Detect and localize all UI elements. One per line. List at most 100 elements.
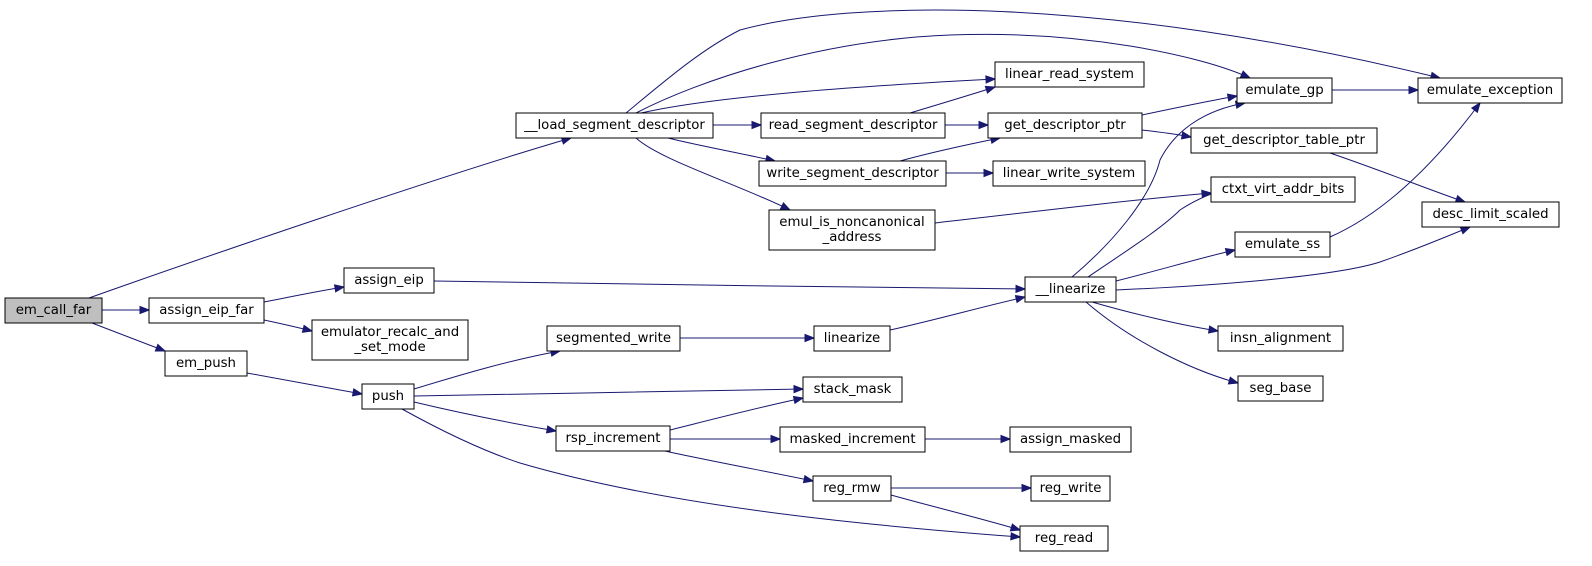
edge-em-push-to-push <box>246 372 364 397</box>
node-assign-eip-far[interactable]: assign_eip_far <box>148 297 265 324</box>
node-insn-alignment[interactable]: insn_alignment <box>1217 325 1344 352</box>
edge-load-segment-descriptor-to-read-segment-descriptor <box>713 120 763 130</box>
node-label: reg_write <box>1040 481 1102 496</box>
node-rsp-increment[interactable]: rsp_increment <box>555 425 671 452</box>
node-write-segment-descriptor[interactable]: write_segment_descriptor <box>758 160 947 187</box>
node-label: assign_masked <box>1020 432 1121 447</box>
node-masked-increment[interactable]: masked_increment <box>779 426 926 453</box>
edge-emulate-gp-to-emulate-exception <box>1332 85 1420 95</box>
node-reg-rmw[interactable]: reg_rmw <box>812 475 892 502</box>
node-label: em_call_far <box>16 303 92 318</box>
node-label: write_segment_descriptor <box>766 166 939 181</box>
node-label: get_descriptor_ptr <box>1004 118 1126 133</box>
node-get-descriptor-ptr[interactable]: get_descriptor_ptr <box>987 112 1143 139</box>
node-label: linear_read_system <box>1005 67 1134 82</box>
node-label: reg_rmw <box>823 481 881 496</box>
node-label: stack_mask <box>814 382 892 397</box>
edge---linearize-to-emulate-ss <box>1115 248 1237 282</box>
node-push[interactable]: push <box>361 383 415 410</box>
node-label: em_push <box>176 356 236 371</box>
edge-reg-rmw-to-reg-write <box>891 483 1033 493</box>
edge-assign-eip-far-to-emulator-recalc <box>263 319 314 333</box>
edge---linearize-to-ctxt-virt-addr-bits <box>1087 189 1224 278</box>
edge---linearize-to-desc-limit-scaled <box>1115 226 1472 291</box>
edge-push-to-rsp-increment <box>413 401 558 434</box>
node-label: read_segment_descriptor <box>769 118 938 133</box>
node-seg-base[interactable]: seg_base <box>1237 375 1324 402</box>
node-emulate-gp[interactable]: emulate_gp <box>1236 77 1333 104</box>
node-emul-is-noncanonical[interactable]: emul_is_noncanonical_address <box>768 209 936 251</box>
edge-rsp-increment-to-reg-rmw <box>664 450 815 484</box>
edge-reg-rmw-to-reg-read <box>890 494 1022 532</box>
node-label: _set_mode <box>353 340 425 355</box>
node-label: get_descriptor_table_ptr <box>1203 133 1365 148</box>
node-label: reg_read <box>1035 531 1093 546</box>
edge-assign-eip-to---linearize <box>433 280 1027 294</box>
edge-rsp-increment-to-stack-mask <box>669 395 805 431</box>
edge-push-to-stack-mask <box>413 384 805 397</box>
edge-get-descriptor-ptr-to-get-descriptor-table-ptr <box>1141 129 1193 140</box>
call-edges <box>88 9 1481 541</box>
edge-write-segment-descriptor-to-linear-write-system <box>946 168 995 178</box>
node-label: ctxt_virt_addr_bits <box>1222 182 1345 197</box>
function-nodes: em_call_far assign_eip_far em_push __load_s… <box>4 61 1563 552</box>
node-label: emulate_gp <box>1245 83 1323 98</box>
node-get-descriptor-table-ptr[interactable]: get_descriptor_table_ptr <box>1190 127 1378 154</box>
edge-linearize-to---linearize <box>889 294 1027 331</box>
node-linearize[interactable]: __linearize <box>1024 276 1117 303</box>
node-emulator-recalc[interactable]: emulator_recalc_and_set_mode <box>311 319 469 361</box>
node-desc-limit-scaled[interactable]: desc_limit_scaled <box>1421 201 1560 228</box>
node-linear-write-system[interactable]: linear_write_system <box>992 160 1146 187</box>
edge-read-segment-descriptor-to-get-descriptor-ptr <box>945 120 990 130</box>
edge-masked-increment-to-assign-masked <box>925 434 1012 444</box>
node-label: desc_limit_scaled <box>1432 207 1548 222</box>
edge-em-call-far-to-assign-eip-far <box>102 305 151 315</box>
node-emulate-ss[interactable]: emulate_ss <box>1234 231 1331 258</box>
node-linear-read-system[interactable]: linear_read_system <box>994 61 1145 88</box>
edge-load-segment-descriptor-to-emulate-gp <box>635 33 1252 114</box>
edge---linearize-to-insn-alignment <box>1091 301 1220 334</box>
node-label: emulator_recalc_and <box>321 325 459 340</box>
edge-assign-eip-far-to-assign-eip <box>263 284 346 303</box>
node-label: linearize <box>824 331 880 346</box>
node-label: rsp_increment <box>565 431 660 446</box>
node-em-push[interactable]: em_push <box>164 350 248 377</box>
edge-em-call-far-to-load-segment-descriptor <box>88 136 573 299</box>
node-reg-write[interactable]: reg_write <box>1030 475 1111 502</box>
node-label: seg_base <box>1250 381 1312 396</box>
edge-em-call-far-to-em-push <box>91 322 167 352</box>
node-assign-eip[interactable]: assign_eip <box>343 267 435 294</box>
node-assign-masked[interactable]: assign_masked <box>1009 426 1132 453</box>
node-label: _address <box>822 230 882 245</box>
node-label: emul_is_noncanonical <box>779 215 924 230</box>
node-label: insn_alignment <box>1230 331 1331 346</box>
node-read-segment-descriptor[interactable]: read_segment_descriptor <box>760 112 946 139</box>
node-label: push <box>372 389 404 404</box>
edge-emulate-ss-to-emulate-exception <box>1329 101 1481 238</box>
edge-read-segment-descriptor-to-linear-read-system <box>909 85 997 114</box>
node-label: linear_write_system <box>1003 166 1135 181</box>
node-label: assign_eip_far <box>159 303 254 318</box>
node-stack-mask[interactable]: stack_mask <box>802 376 903 403</box>
edge-emul-is-noncanonical-to-ctxt-virt-addr-bits <box>934 189 1213 224</box>
edge-push-to-reg-read <box>401 408 1022 541</box>
edge-write-segment-descriptor-to-get-descriptor-ptr <box>899 135 1002 162</box>
edge-segmented-write-to-linearize <box>680 333 816 343</box>
node-load-segment-descriptor[interactable]: __load_segment_descriptor <box>515 112 714 139</box>
node-label: emulate_ss <box>1245 237 1320 252</box>
node-emulate-exception[interactable]: emulate_exception <box>1417 77 1563 104</box>
edge-get-descriptor-ptr-to-emulate-gp <box>1141 93 1239 116</box>
node-em-call-far[interactable]: em_call_far <box>4 297 103 324</box>
node-segmented-write[interactable]: segmented_write <box>546 325 681 352</box>
edge---linearize-to-seg-base <box>1085 301 1240 385</box>
node-label: assign_eip <box>354 273 424 288</box>
edge-rsp-increment-to-masked-increment <box>670 434 782 444</box>
edge-load-segment-descriptor-to-write-segment-descriptor <box>667 137 777 164</box>
node-linearize[interactable]: linearize <box>813 325 891 352</box>
node-label: segmented_write <box>556 331 671 346</box>
node-ctxt-virt-addr-bits[interactable]: ctxt_virt_addr_bits <box>1210 176 1356 203</box>
node-label: __linearize <box>1035 282 1106 297</box>
node-label: emulate_exception <box>1427 83 1553 98</box>
node-reg-read[interactable]: reg_read <box>1019 525 1109 552</box>
